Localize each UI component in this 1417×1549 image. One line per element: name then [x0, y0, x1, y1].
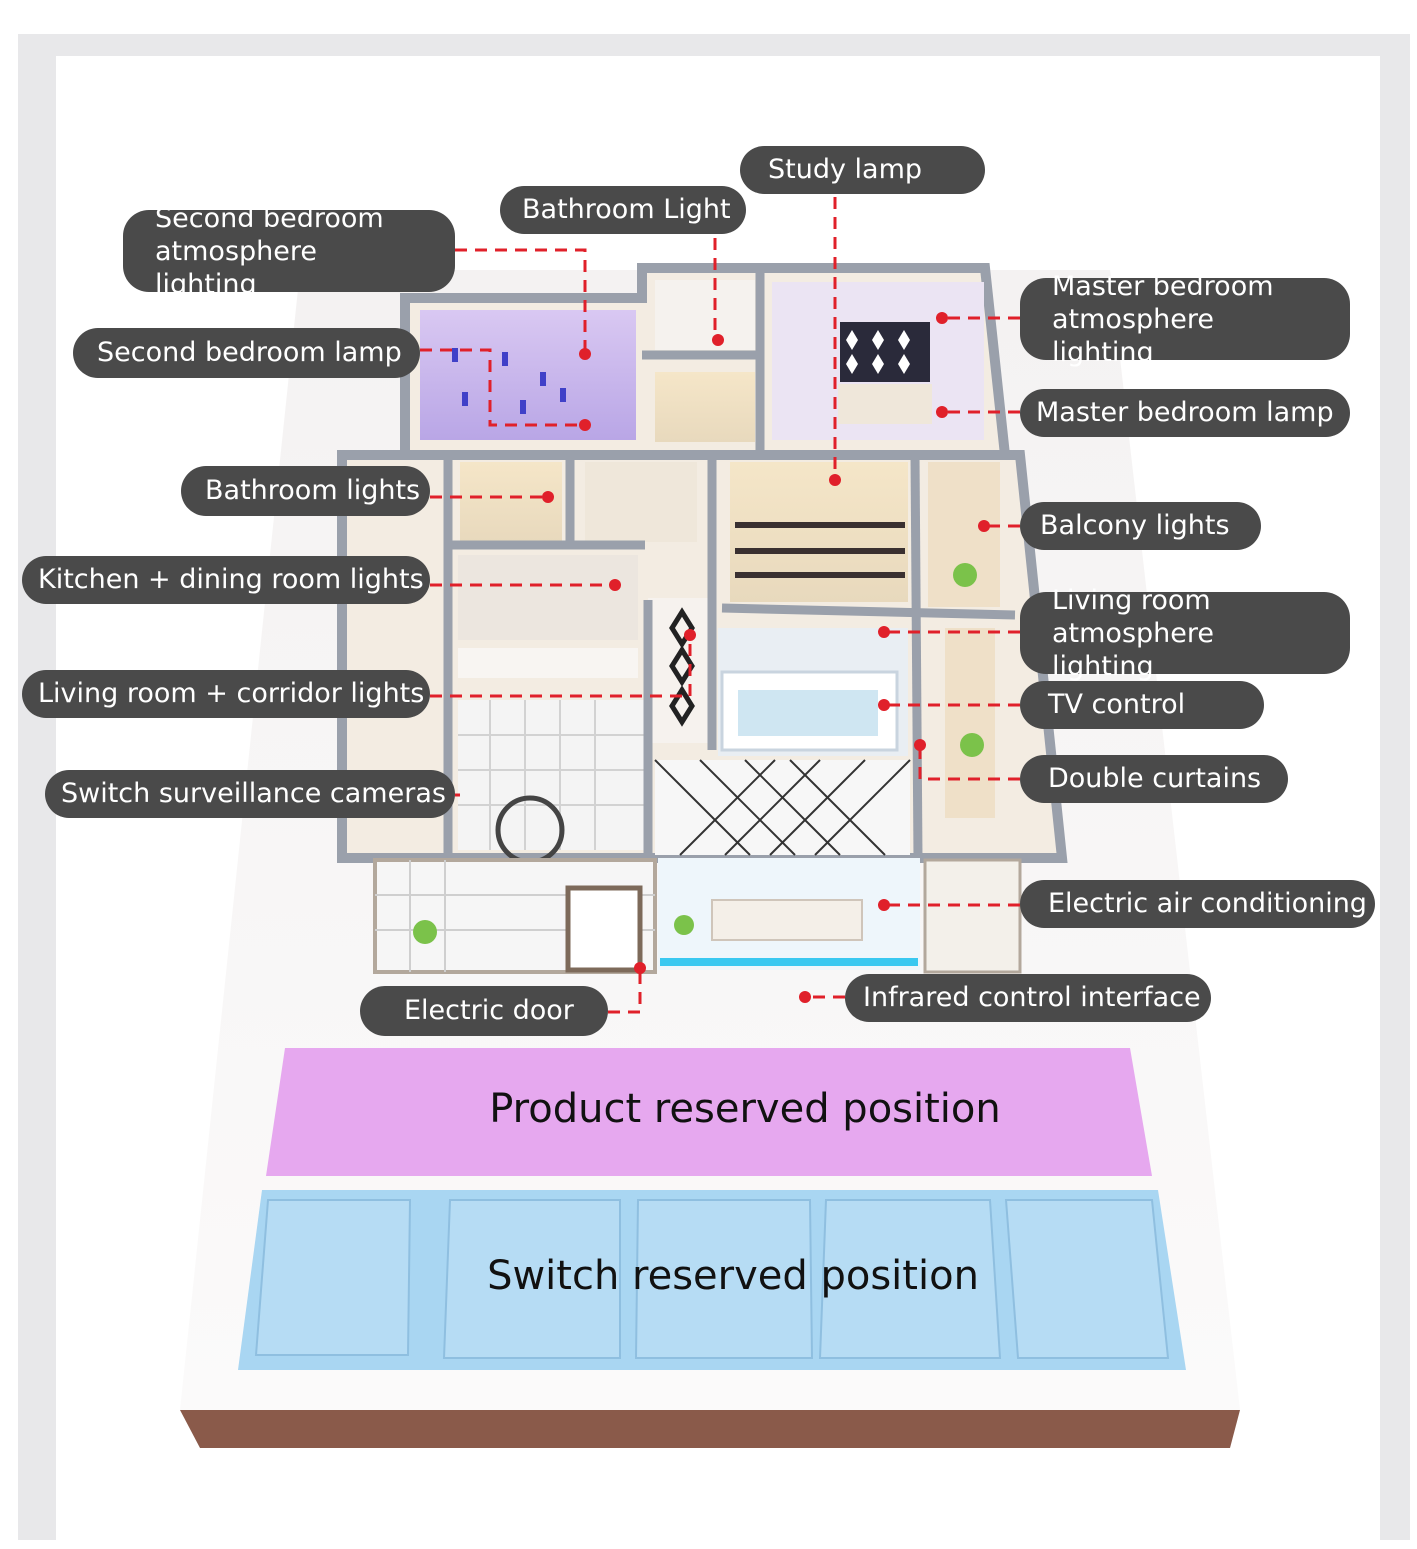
leader-lines	[420, 197, 1020, 1014]
label-switch-surveillance-cameras: Switch surveillance cameras	[45, 770, 455, 818]
label-study-lamp: Study lamp	[740, 146, 985, 194]
floor-plan	[337, 263, 1068, 974]
label-second-bedroom-atmosphere: Second bedroom atmosphere lighting	[123, 203, 455, 300]
label-tv-control: TV control	[1020, 681, 1264, 729]
label-living-room-atmosphere: Living room atmosphere lighting	[1020, 585, 1350, 682]
switch-reserved-position-text: Switch reserved position	[487, 1253, 979, 1299]
label-balcony-lights: Balcony lights	[1020, 502, 1261, 550]
label-second-bedroom-lamp: Second bedroom lamp	[73, 328, 420, 378]
label-electric-air-conditioning: Electric air conditioning	[1020, 880, 1375, 928]
switch-panels	[254, 1199, 1170, 1359]
label-double-curtains: Double curtains	[1020, 755, 1288, 803]
label-master-bedroom-lamp: Master bedroom lamp	[1020, 389, 1350, 437]
label-infrared-control-interface: Infrared control interface	[845, 974, 1211, 1022]
label-electric-door: Electric door	[360, 986, 608, 1036]
label-master-bedroom-atmosphere: Master bedroom atmosphere lighting	[1020, 271, 1350, 368]
label-bathroom-light-top: Bathroom Light	[500, 186, 746, 234]
label-living-corridor-lights: Living room + corridor lights	[22, 670, 430, 718]
product-reserved-zone	[266, 1048, 1152, 1176]
product-reserved-position-text: Product reserved position	[489, 1086, 1001, 1132]
label-kitchen-dining-lights: Kitchen + dining room lights	[22, 556, 430, 604]
leader-endpoints	[542, 312, 990, 1003]
base-front	[180, 1410, 1240, 1448]
label-bathroom-lights: Bathroom lights	[181, 466, 430, 516]
